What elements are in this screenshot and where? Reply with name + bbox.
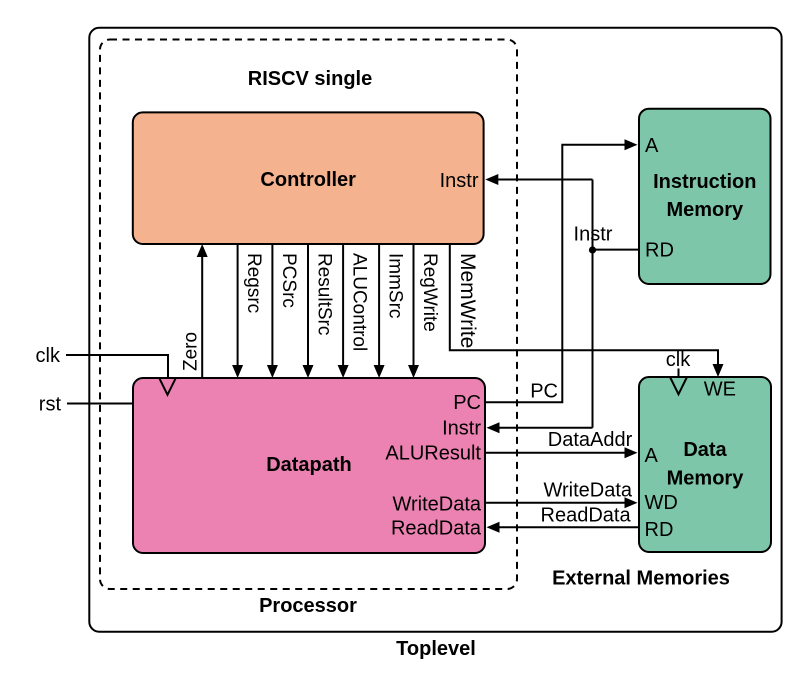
svg-text:WriteData: WriteData (392, 494, 481, 516)
svg-text:Regsrc: Regsrc (243, 253, 264, 313)
svg-text:Controller: Controller (260, 169, 356, 191)
svg-text:ALUResult: ALUResult (385, 443, 481, 465)
svg-text:rst: rst (39, 394, 62, 416)
svg-text:Processor: Processor (259, 595, 357, 617)
svg-text:WriteData: WriteData (543, 480, 632, 502)
svg-text:A: A (645, 135, 659, 157)
svg-text:ResultSrc: ResultSrc (314, 253, 335, 335)
svg-text:Instr: Instr (440, 170, 479, 192)
svg-text:WD: WD (645, 492, 678, 514)
svg-text:PC: PC (530, 381, 558, 403)
svg-text:Memory: Memory (666, 199, 744, 221)
svg-text:Datapath: Datapath (266, 454, 352, 476)
svg-text:RegWrite: RegWrite (419, 253, 440, 332)
svg-text:RD: RD (645, 240, 674, 262)
svg-text:PCSrc: PCSrc (278, 253, 299, 308)
svg-text:MemWrite: MemWrite (456, 253, 479, 348)
svg-text:clk: clk (36, 345, 61, 367)
svg-text:ReadData: ReadData (391, 517, 482, 539)
svg-text:A: A (645, 445, 659, 467)
svg-text:Zero: Zero (181, 332, 202, 371)
svg-text:Instr: Instr (442, 418, 481, 440)
svg-text:Instruction: Instruction (653, 171, 756, 193)
svg-text:Toplevel: Toplevel (396, 638, 476, 660)
svg-text:Instr: Instr (574, 224, 613, 246)
svg-text:ALUControl: ALUControl (349, 253, 370, 351)
svg-text:External Memories: External Memories (552, 568, 730, 590)
svg-text:WE: WE (704, 379, 736, 401)
svg-text:ReadData: ReadData (541, 505, 632, 527)
svg-text:clk: clk (666, 349, 691, 371)
svg-text:RD: RD (645, 519, 674, 541)
svg-text:Data: Data (683, 439, 727, 461)
svg-text:PC: PC (453, 392, 481, 414)
svg-text:RISCV single: RISCV single (248, 68, 372, 90)
svg-text:DataAddr: DataAddr (548, 429, 633, 451)
svg-text:ImmSrc: ImmSrc (385, 253, 406, 318)
svg-text:Memory: Memory (667, 468, 745, 490)
